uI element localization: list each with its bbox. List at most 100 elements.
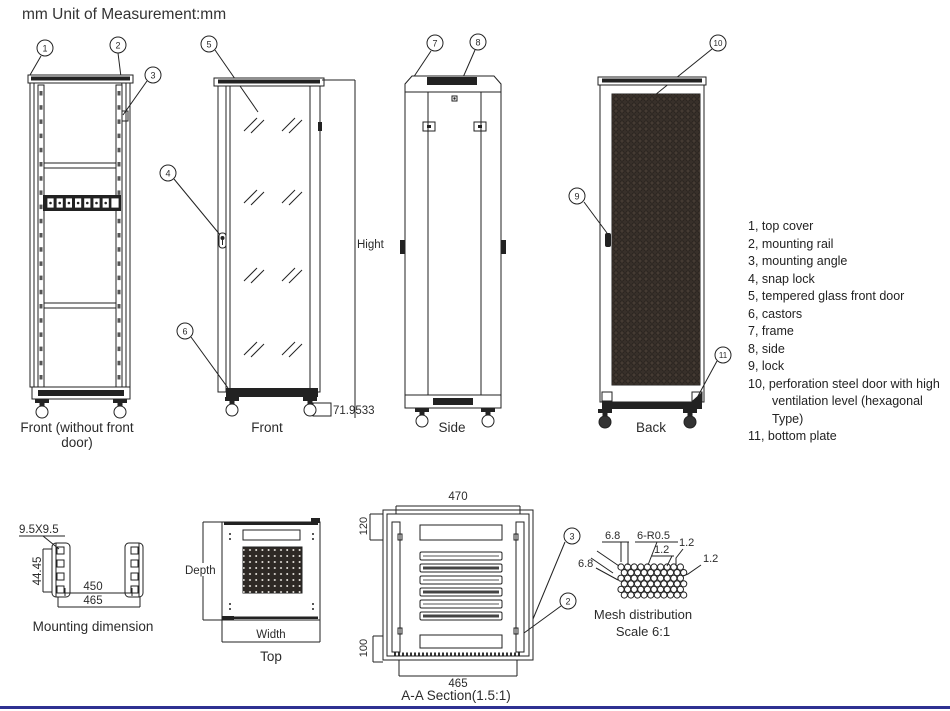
callout-10-number: 10 <box>714 39 723 48</box>
callout-9-number: 9 <box>574 192 579 202</box>
mounting-rails <box>51 542 144 598</box>
svg-text:6.8: 6.8 <box>605 530 620 542</box>
front-view-label: Front <box>251 420 283 435</box>
castor <box>683 409 697 429</box>
mesh-gap-dimension-a: 1.2 <box>652 544 674 567</box>
parts-list-item: 2, mounting rail <box>748 236 834 251</box>
svg-text:6-R0.5: 6-R0.5 <box>637 530 670 542</box>
parts-list-item: 8, side <box>748 341 785 356</box>
svg-text:120: 120 <box>358 517 370 535</box>
callout-2-number: 2 <box>115 41 120 51</box>
height-dimension: 71.9533 Hight <box>312 79 385 418</box>
mounting-dimension-drawing: 9.5X9.5 44.45 450 <box>19 524 154 634</box>
castor <box>415 408 429 428</box>
side-view-label: Side <box>438 420 466 435</box>
section-bottom-dimension: 465 <box>398 660 518 690</box>
glass-door <box>213 77 325 397</box>
perforated-door <box>597 76 707 409</box>
page-title: mm Unit of Measurement:mm <box>22 6 227 23</box>
castor <box>113 399 127 419</box>
mesh-detail-drawing: 6.8 6-R0.5 1.2 1.2 1.2 6.8 <box>578 530 718 639</box>
callout-5: 5 <box>200 35 259 113</box>
callout-3-section: 3 <box>532 527 581 620</box>
front-open-view-label: Front (without front door) <box>20 420 134 450</box>
section-upper-dimension: 120 <box>358 513 383 541</box>
callout-3: 3 <box>122 66 162 116</box>
parts-list: 1, top cover 2, mounting rail 3, mountin… <box>748 218 950 446</box>
height-dimension-text: Hight <box>357 239 385 251</box>
front-view-drawing: 5 4 6 <box>159 35 385 418</box>
depth-dimension: Depth <box>185 521 222 621</box>
parts-list-item: 3, mounting angle <box>748 254 848 268</box>
callout-5-number: 5 <box>206 40 211 50</box>
svg-text:465: 465 <box>448 678 467 690</box>
callout-8: 8 <box>460 33 487 83</box>
side-view-drawing: 7 8 <box>400 33 506 428</box>
mesh-scale-label: Scale 6:1 <box>616 624 670 639</box>
page-bottom-border <box>0 706 950 709</box>
front-open-view-drawing: 1 2 3 <box>27 36 162 419</box>
callout-6: 6 <box>176 322 229 389</box>
glass-reflection-marks <box>243 117 303 358</box>
back-view-label: Back <box>635 420 666 435</box>
svg-text:Depth: Depth <box>185 565 216 577</box>
mesh-radius-dimension: 6-R0.5 <box>635 530 678 566</box>
svg-text:470: 470 <box>448 491 467 503</box>
back-view-drawing: 10 9 11 <box>568 34 732 429</box>
section-view-drawing: 470 120 100 <box>358 491 581 703</box>
castor <box>481 408 495 428</box>
callout-6-number: 6 <box>182 327 187 337</box>
mesh-pitch-top-dimension: 6.8 <box>602 530 629 565</box>
top-view-drawing: Depth Width Top <box>185 518 321 664</box>
row-height-dimension: 44.45 <box>32 548 52 593</box>
top-panel <box>221 518 321 621</box>
side-panel <box>400 75 506 409</box>
inner-width-dimension: 450 <box>64 581 133 596</box>
svg-text:1.2: 1.2 <box>654 544 669 556</box>
callout-9: 9 <box>568 187 608 234</box>
parts-list-item: 9, lock <box>748 359 785 373</box>
callout-4-number: 4 <box>165 169 170 179</box>
section-view-label: A-A Section(1.5:1) <box>401 688 511 703</box>
parts-list-item: 5, tempered glass front door <box>748 289 905 303</box>
mesh-gap-dimension-b: 1.2 <box>675 537 694 566</box>
outer-width-dimension: 465 <box>57 595 141 608</box>
parts-list-item: 4, snap lock <box>748 271 815 286</box>
svg-text:6.8: 6.8 <box>578 558 593 570</box>
mesh-pattern <box>617 563 688 599</box>
callout-11-number: 11 <box>719 351 728 360</box>
top-view-label: Top <box>260 649 282 664</box>
base-dimension-text: 71.9533 <box>333 405 375 417</box>
svg-text:465: 465 <box>83 595 102 607</box>
parts-list-item: 1, top cover <box>748 219 814 233</box>
callout-1-number: 1 <box>42 44 47 54</box>
callout-8-number: 8 <box>475 38 480 48</box>
mounting-dimension-label: Mounting dimension <box>33 619 154 634</box>
mesh-pitch-side-dimension: 6.8 <box>578 550 620 581</box>
svg-text:100: 100 <box>358 639 370 657</box>
castor <box>303 397 317 417</box>
castor <box>598 409 612 429</box>
callout-2-section: 2 <box>523 592 577 634</box>
callout-4: 4 <box>159 164 222 237</box>
pdu-strip <box>43 195 121 211</box>
callout-7-number: 7 <box>432 39 437 49</box>
callout-11: 11 <box>697 346 732 397</box>
callout-1: 1 <box>29 39 54 76</box>
width-dimension: Width <box>221 620 321 643</box>
svg-text:1.2: 1.2 <box>703 553 718 565</box>
castor <box>35 399 49 419</box>
hole-size-dimension: 9.5X9.5 <box>19 524 59 536</box>
door-lock <box>218 232 227 249</box>
callout-3-number: 3 <box>150 71 155 81</box>
svg-text:1.2: 1.2 <box>679 537 694 549</box>
section-top-dimension: 470 <box>395 491 521 514</box>
svg-text:44.45: 44.45 <box>32 557 44 586</box>
parts-list-item: 7, frame <box>748 324 794 338</box>
parts-list-item-continued: ventilation level (hexagonal Type) <box>772 394 923 426</box>
mesh-detail-label: Mesh distribution <box>594 607 692 622</box>
section-body <box>382 509 534 661</box>
callout-10: 10 <box>654 34 727 96</box>
svg-text:450: 450 <box>83 581 102 593</box>
